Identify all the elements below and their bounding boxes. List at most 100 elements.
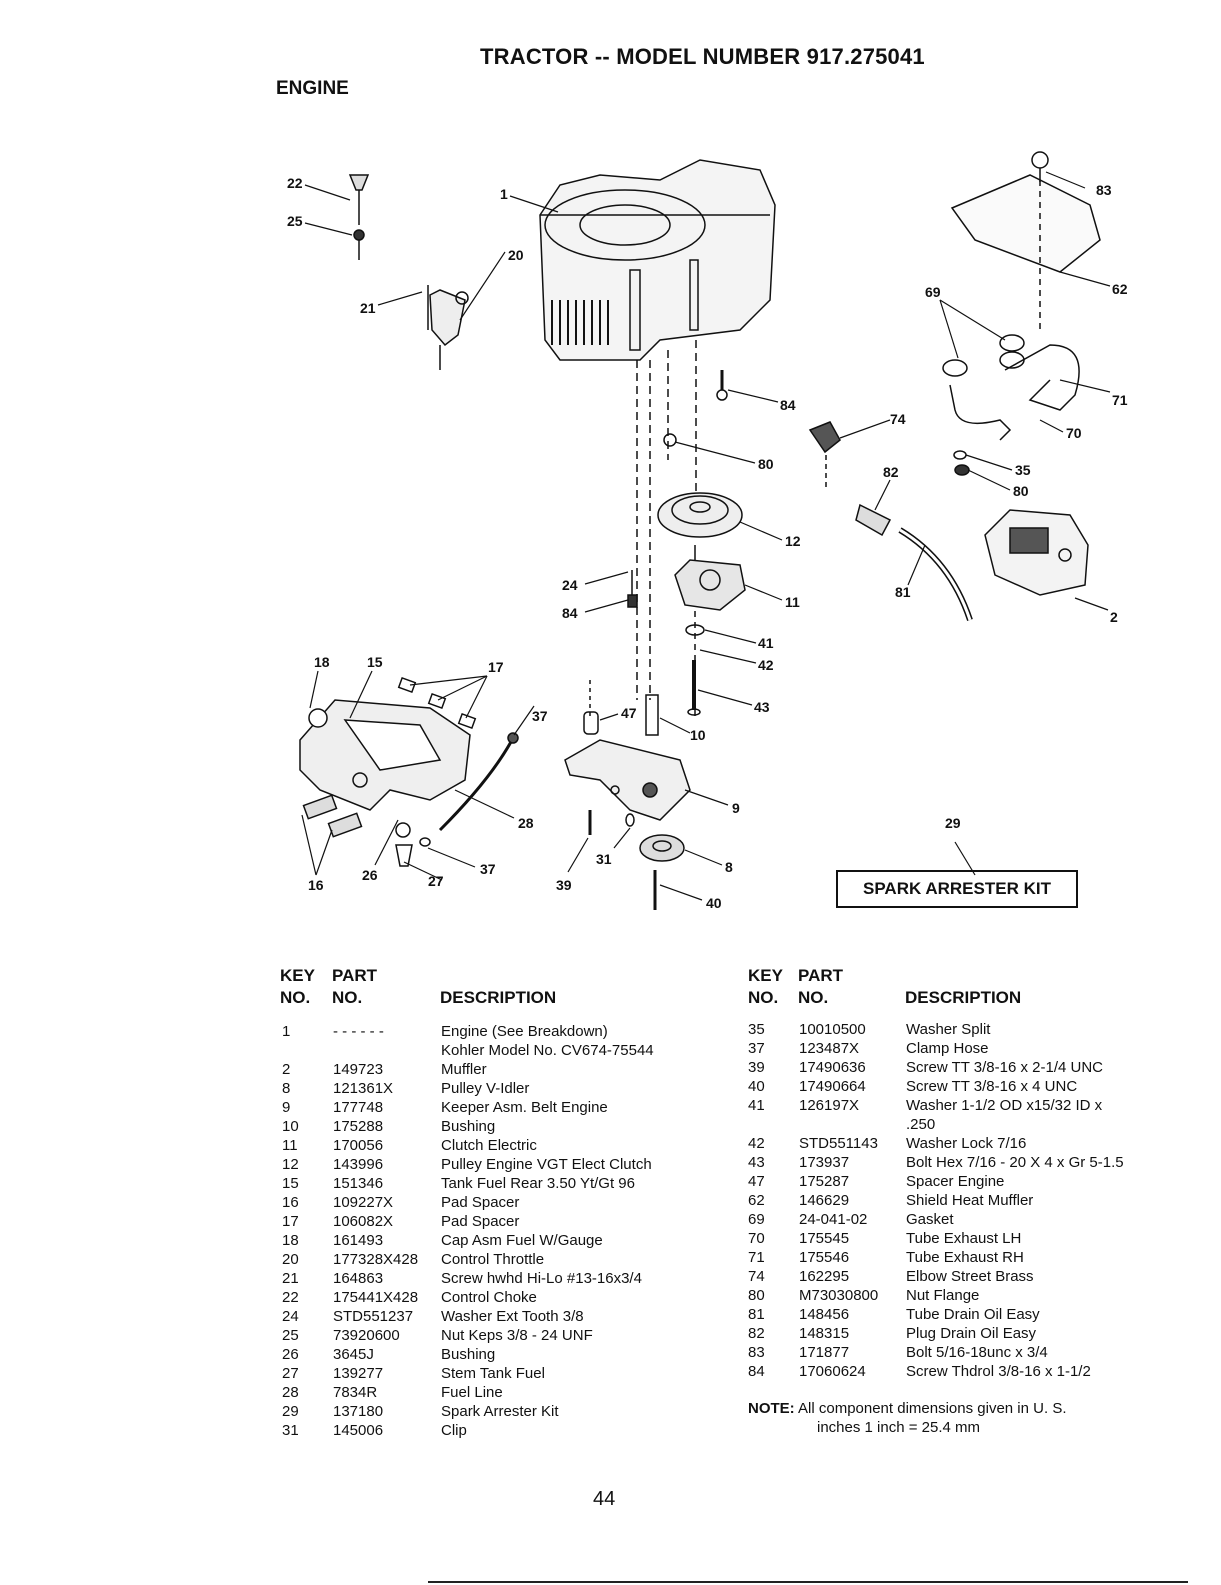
part-number: 177328X428 <box>333 1251 419 1268</box>
part-description: Pulley Engine VGT Elect Clutch <box>441 1156 652 1173</box>
callout-84-upper: 84 <box>780 397 796 413</box>
callout-62: 62 <box>1112 281 1128 297</box>
part-description: Tube Exhaust RH <box>906 1249 1024 1266</box>
part-description: Bolt 5/16-18unc x 3/4 <box>906 1344 1048 1361</box>
fuel-tank-part <box>299 699 471 811</box>
part-number: 10010500 <box>799 1021 866 1038</box>
callout-16: 16 <box>308 877 324 893</box>
part-description: Washer Ext Tooth 3/8 <box>441 1308 584 1325</box>
part-description: Muffler <box>441 1061 487 1078</box>
key-number: 12 <box>282 1156 299 1173</box>
key-number: 16 <box>282 1194 299 1211</box>
part-description: Tube Exhaust LH <box>906 1230 1022 1247</box>
left-key-header-line1: KEY <box>280 966 315 985</box>
key-number: 18 <box>282 1232 299 1249</box>
callout-20: 20 <box>508 247 524 263</box>
key-number: 40 <box>748 1078 765 1095</box>
callout-8: 8 <box>725 859 733 875</box>
part-number: 175288 <box>333 1118 384 1135</box>
part-number: 161493 <box>333 1232 384 1249</box>
left-key-header-line2: NO. <box>280 988 311 1007</box>
part-description: Screw Thdrol 3/8-16 x 1-1/2 <box>906 1363 1091 1380</box>
callout-42: 42 <box>758 657 774 673</box>
part-description: Spark Arrester Kit <box>441 1403 559 1420</box>
part-number: 175287 <box>799 1173 850 1190</box>
callout-82: 82 <box>883 464 899 480</box>
key-number: 82 <box>748 1325 765 1342</box>
part-number: 17490664 <box>799 1078 866 1095</box>
part-number: 7834R <box>333 1384 378 1401</box>
callout-15: 15 <box>367 654 383 670</box>
callout-31: 31 <box>596 851 612 867</box>
right-description-header: DESCRIPTION <box>905 988 1022 1007</box>
key-number: 71 <box>748 1249 765 1266</box>
part-description: Elbow Street Brass <box>906 1268 1034 1285</box>
callout-80-center: 80 <box>758 456 774 472</box>
exhaust-tubes-part <box>942 334 1080 441</box>
part-number: 148456 <box>799 1306 850 1323</box>
callout-22: 22 <box>287 175 303 191</box>
key-number: 24 <box>282 1308 299 1325</box>
key-number: 74 <box>748 1268 765 1285</box>
part-number: 126197X <box>799 1097 860 1114</box>
key-number: 83 <box>748 1344 765 1361</box>
left-part-header-line2: NO. <box>332 988 363 1007</box>
key-number: 69 <box>748 1211 765 1228</box>
part-number: 175546 <box>799 1249 850 1266</box>
key-number: 10 <box>282 1118 299 1135</box>
key-number: 8 <box>282 1080 291 1097</box>
part-number: 164863 <box>333 1270 384 1287</box>
heat-shield-part <box>950 151 1101 330</box>
part-description: Screw TT 3/8-16 x 4 UNC <box>906 1078 1078 1095</box>
key-number: 17 <box>282 1213 299 1230</box>
key-number: 39 <box>748 1059 765 1076</box>
left-part-header-line1: PART <box>332 966 378 985</box>
key-number: 80 <box>748 1287 765 1304</box>
callout-83: 83 <box>1096 182 1112 198</box>
part-description: Washer Lock 7/16 <box>906 1135 1027 1152</box>
key-number: 70 <box>748 1230 765 1247</box>
callout-21: 21 <box>360 300 376 316</box>
key-number: 29 <box>282 1403 299 1420</box>
part-number: 106082X <box>333 1213 394 1230</box>
part-description: Spacer Engine <box>906 1173 1005 1190</box>
callout-11: 11 <box>785 594 800 610</box>
part-description: Clutch Electric <box>441 1137 537 1154</box>
engine-pulley-part <box>657 492 743 538</box>
part-description: Bushing <box>441 1118 496 1135</box>
part-description: Cap Asm Fuel W/Gauge <box>441 1232 603 1249</box>
key-number: 25 <box>282 1327 299 1344</box>
part-number: 17490636 <box>799 1059 866 1076</box>
part-number: 123487X <box>799 1040 860 1057</box>
part-number: 145006 <box>333 1422 384 1439</box>
callout-39: 39 <box>556 877 572 893</box>
key-number: 42 <box>748 1135 765 1152</box>
key-number: 41 <box>748 1097 765 1114</box>
key-number: 35 <box>748 1021 765 1038</box>
callout-29: 29 <box>945 815 961 831</box>
part-number: 109227X <box>333 1194 394 1211</box>
part-number: 148315 <box>799 1325 850 1342</box>
callout-80-right: 80 <box>1013 483 1029 499</box>
spark-arrester-kit-label: SPARK ARRESTER KIT <box>836 870 1078 908</box>
right-part-header-line1: PART <box>798 966 844 985</box>
part-description: Bolt Hex 7/16 - 20 X 4 x Gr 5-1.5 <box>906 1154 1124 1171</box>
part-number: 173937 <box>799 1154 850 1171</box>
callout-2: 2 <box>1110 609 1118 625</box>
part-description: Pad Spacer <box>441 1213 520 1230</box>
muffler-part <box>984 509 1089 596</box>
right-key-header-line2: NO. <box>748 988 779 1007</box>
part-description: Fuel Line <box>441 1384 503 1401</box>
callout-40: 40 <box>706 895 722 911</box>
page-title: TRACTOR -- MODEL NUMBER 917.275041 <box>480 44 925 69</box>
callout-47: 47 <box>621 705 637 721</box>
exploded-parts-diagram: 22 25 1 21 20 83 62 69 71 70 84 74 80 82… <box>287 151 1128 911</box>
part-number: - - - - - - <box>333 1023 384 1040</box>
part-description: Kohler Model No. CV674-75544 <box>441 1042 654 1059</box>
callout-27: 27 <box>428 873 444 889</box>
engine-part <box>539 159 776 361</box>
callout-10: 10 <box>690 727 706 743</box>
note: NOTE: All component dimensions given in … <box>748 1400 1067 1417</box>
part-description: Washer 1-1/2 OD x15/32 ID x <box>906 1097 1103 1114</box>
key-number: 20 <box>282 1251 299 1268</box>
